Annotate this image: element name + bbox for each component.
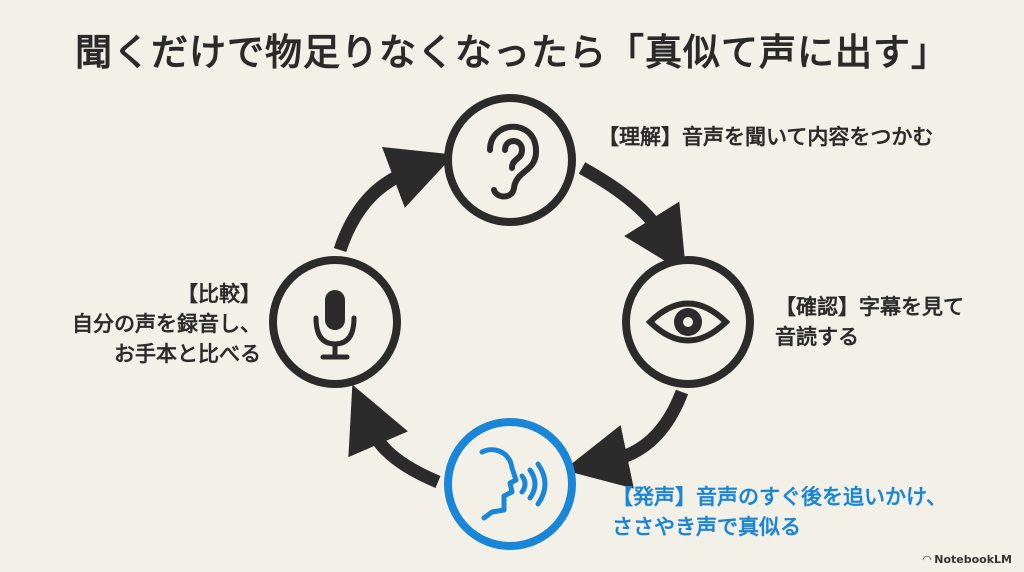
step-speak-label: 【発声】音声のすぐ後を追いかけ、 ささやき声で真似る [612, 482, 947, 542]
microphone-icon [313, 290, 357, 360]
step-check-label-line2: 音読する [775, 325, 859, 349]
step-compare-label-line3: お手本と比べる [114, 342, 261, 366]
step-compare-node [269, 256, 401, 388]
step-check-label-line1: 【確認】字幕を見て [775, 295, 964, 319]
step-check-node [622, 256, 754, 388]
step-check-label: 【確認】字幕を見て 音読する [775, 292, 964, 352]
step-speak-label-line1: 【発声】音声のすぐ後を追いかけ、 [612, 485, 947, 509]
arrow-compare-to-understand [333, 147, 455, 253]
step-compare-label-line2: 自分の声を録音し、 [72, 312, 261, 336]
step-understand-node [444, 94, 576, 226]
arrow-understand-to-check [578, 162, 687, 274]
step-compare-label-line1: 【比較】 [177, 282, 261, 306]
notebooklm-logo-icon: ◠ [922, 553, 932, 566]
step-understand-label: 【理解】音声を聞いて内容をつかむ [598, 125, 934, 149]
step-compare-label: 【比較】 自分の声を録音し、 お手本と比べる [36, 279, 261, 369]
page-title: 聞くだけで物足りなくなったら「真似て声に出す」 [75, 31, 949, 74]
eye-icon [645, 300, 731, 344]
step-speak-node [444, 418, 576, 550]
arrow-check-to-speak [563, 389, 689, 489]
step-speak-label-line2: ささやき声で真似る [612, 515, 801, 539]
speaking-head-icon [479, 447, 548, 521]
brand-watermark: ◠NotebookLM [923, 553, 1012, 566]
ear-icon [487, 123, 539, 200]
arrow-speak-to-compare [348, 384, 441, 489]
brand-name: NotebookLM [934, 553, 1012, 566]
